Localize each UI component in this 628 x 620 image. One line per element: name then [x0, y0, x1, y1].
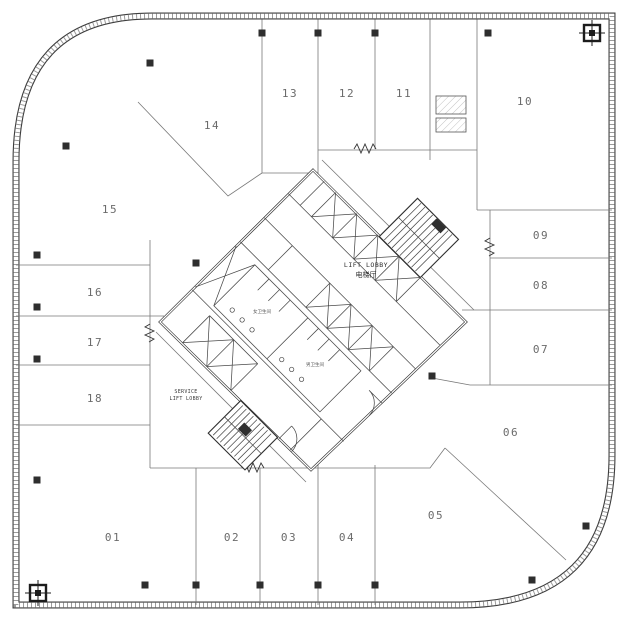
door-swings — [278, 390, 383, 452]
stair-landing-marker — [431, 218, 447, 234]
room-number: 06 — [503, 426, 519, 439]
room-number: 09 — [533, 229, 549, 242]
columns — [33, 29, 590, 589]
restrooms — [194, 245, 362, 413]
room-number: 05 — [428, 509, 444, 522]
room-number: 12 — [339, 87, 355, 100]
room-number: 04 — [339, 531, 355, 544]
room-number: 10 — [517, 95, 533, 108]
room-number: 14 — [204, 119, 220, 132]
restroom-women-label: 女卫生间 — [253, 308, 271, 315]
duct-shafts — [435, 95, 467, 133]
room-number: 16 — [87, 286, 103, 299]
room-number: 15 — [102, 203, 118, 216]
room-number: 01 — [105, 531, 121, 544]
room-number: 13 — [282, 87, 298, 100]
exterior-wall — [12, 12, 616, 609]
lift-bank — [192, 181, 441, 442]
corner-mark-bottom-left — [25, 580, 51, 606]
room-number: 08 — [533, 279, 549, 292]
room-numbers: 01 02 03 04 05 06 07 08 09 10 11 12 13 14 15 16 17 18 — [87, 87, 549, 544]
service-lobby-label-line2: LIFT LOBBY — [169, 396, 202, 402]
stair-landing-marker — [237, 422, 253, 437]
service-lobby-label-line1: SERVICE — [174, 389, 197, 395]
lift-lobby-label-zh: 电梯厅 — [356, 270, 377, 279]
room-number: 18 — [87, 392, 103, 405]
restroom-men-label: 男卫生间 — [306, 361, 324, 368]
room-number: 07 — [533, 343, 549, 356]
stair-southwest — [207, 399, 279, 471]
room-number: 02 — [224, 531, 240, 544]
stair-northeast — [378, 197, 460, 279]
room-number: 17 — [87, 336, 103, 349]
partition-lines — [16, 19, 612, 605]
core-interior — [182, 181, 460, 471]
lift-lobby-label-en: LIFT LOBBY — [344, 261, 388, 269]
building-core — [158, 168, 468, 472]
corner-mark-top-right — [579, 20, 605, 46]
room-number: 03 — [281, 531, 297, 544]
room-number: 11 — [396, 87, 412, 100]
core-labels: LIFT LOBBY 电梯厅 SERVICE LIFT LOBBY 女卫生间 男… — [169, 261, 388, 402]
service-lifts — [182, 315, 322, 451]
